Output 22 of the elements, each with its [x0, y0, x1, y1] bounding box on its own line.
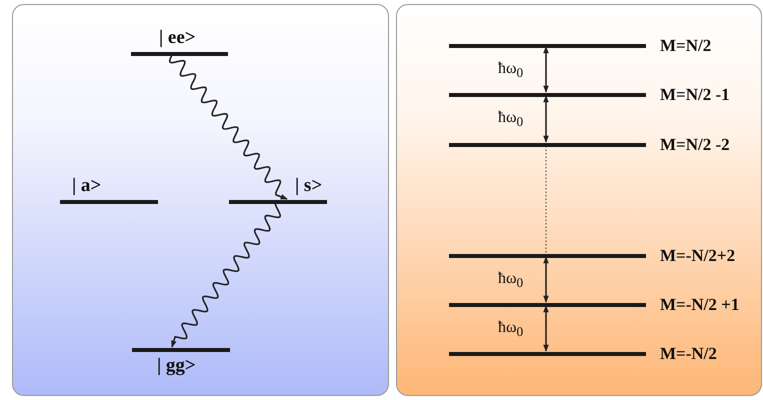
state-label: M=-N/2+2 — [660, 246, 736, 265]
state-label: M=N/2 — [660, 36, 712, 55]
edge-label: ħω$_{0}$ — [498, 318, 524, 341]
panel-background — [12, 4, 389, 396]
state-label: M=-N/2 +1 — [660, 295, 740, 314]
edge-label: ħω$_{0}$ — [498, 270, 524, 292]
double-arrow — [543, 256, 549, 303]
state-label: M=N/2 -2 — [660, 135, 730, 154]
state-label: | gg> — [157, 356, 196, 375]
state-label: | s> — [295, 176, 322, 195]
wavy-arrow — [168, 54, 288, 200]
double-arrow — [543, 305, 549, 352]
double-arrow — [543, 95, 549, 143]
state-label: | ee> — [159, 28, 196, 47]
panel-background — [396, 4, 762, 396]
state-label: | a> — [72, 176, 102, 195]
state-label: M=-N/2 — [660, 344, 717, 363]
edge-label: ħω$_{0}$ — [498, 109, 524, 132]
wavy-arrow — [171, 201, 284, 348]
double-arrow — [543, 46, 549, 93]
edge-label: ħω$_{0}$ — [498, 60, 524, 82]
state-label: M=N/2 -1 — [660, 85, 730, 104]
